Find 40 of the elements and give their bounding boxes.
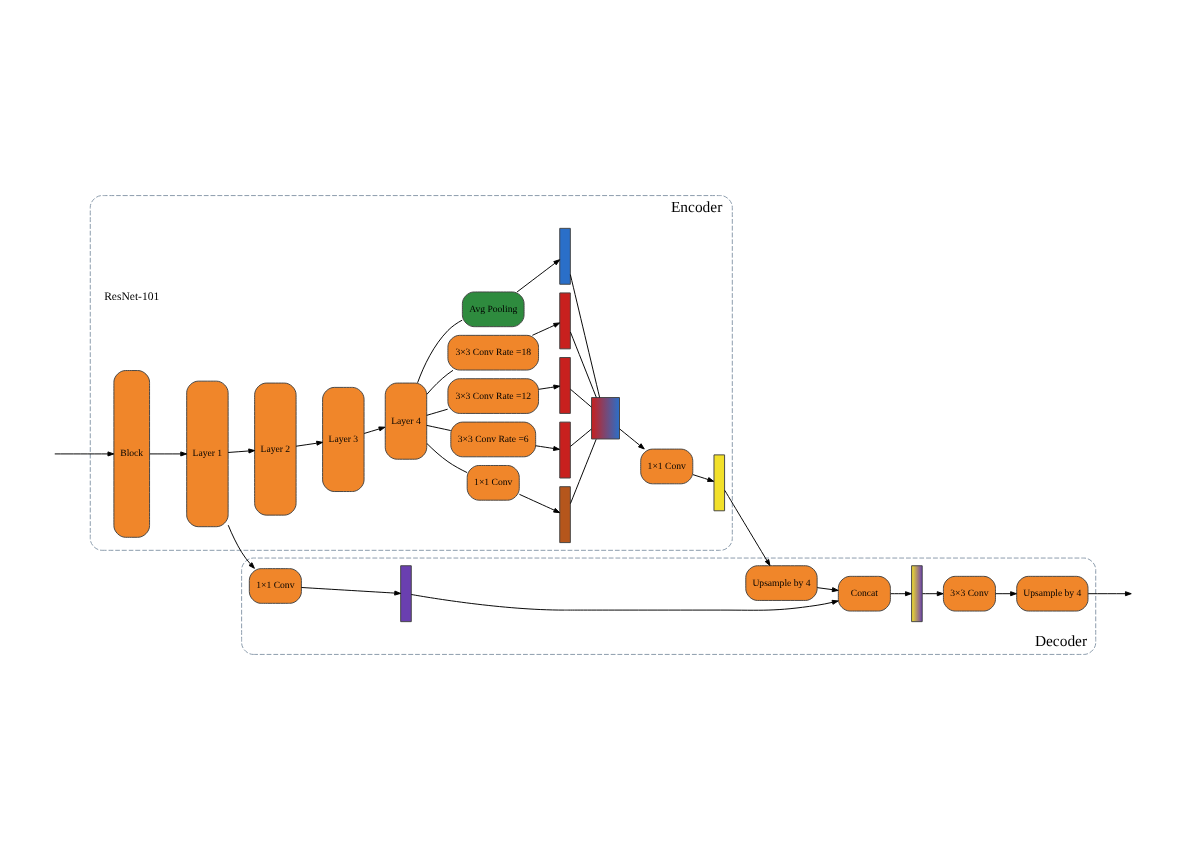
node-box [591,396,620,439]
node-bar [713,453,726,511]
arrow [54,450,115,456]
node-bar [400,564,412,622]
connector [569,437,597,504]
arrow [295,439,324,446]
node-bar [559,485,571,543]
connector [569,330,597,397]
connector [426,442,468,473]
arrow [922,590,944,596]
node-bar [911,564,923,622]
node-bar [559,226,571,284]
arrow [516,258,561,292]
arrow [995,590,1017,596]
arrow [518,492,561,513]
connector [426,423,452,430]
arrow [149,450,188,456]
arrow [692,473,715,481]
arrow [619,427,645,449]
arrow [724,488,771,565]
arrow [890,590,912,596]
arrow [300,586,402,595]
arrow [227,447,256,453]
connector [569,427,592,446]
arrow [227,523,255,568]
arrow [538,383,561,389]
connector [417,318,463,383]
connector [426,407,449,415]
node-bar [559,291,571,349]
node-bar [559,356,571,413]
node-bar [559,420,571,478]
arrow [410,593,839,610]
arrow [535,444,560,450]
connector [569,387,592,407]
connector [426,368,454,394]
arrow [531,321,561,335]
connector [569,273,601,397]
arrow [816,586,839,592]
arrow [363,425,386,433]
arrow [1087,590,1132,596]
